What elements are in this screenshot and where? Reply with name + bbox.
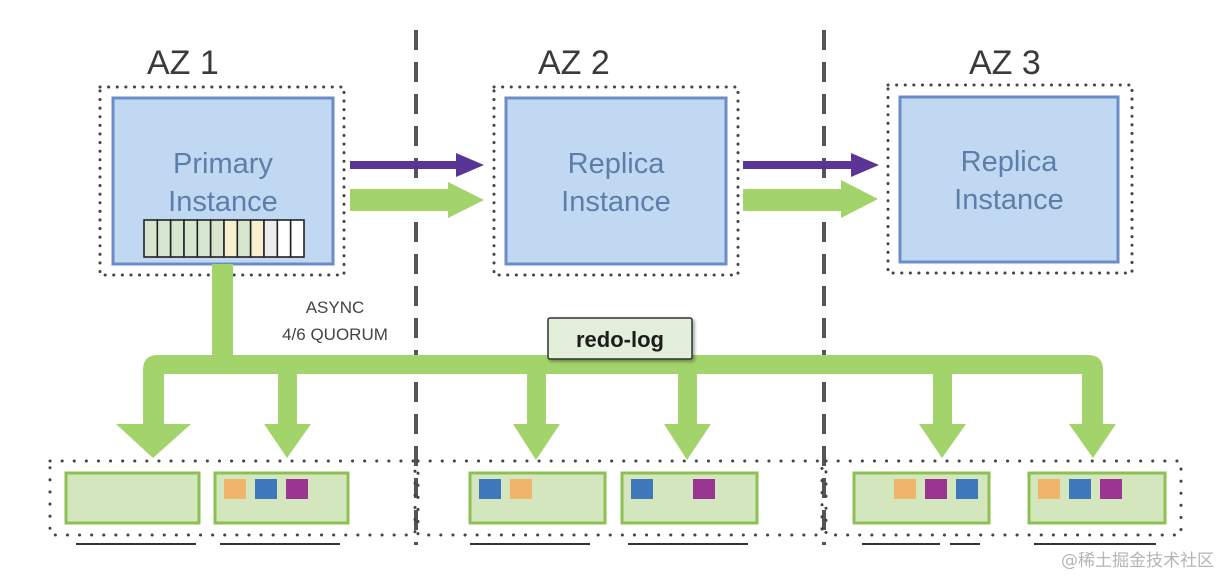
storage-group-az3 xyxy=(824,459,1183,537)
log-buffer-cell xyxy=(236,219,252,258)
watermark: @稀土掘金技术社区 xyxy=(1061,551,1214,571)
storage-group-az2 xyxy=(416,459,824,537)
redo-log-fanout xyxy=(143,264,1103,424)
green-arrow-az1-az2 xyxy=(350,182,484,218)
green-arrow-az2-az3 xyxy=(743,180,878,218)
purple-arrow-az1-az2 xyxy=(350,153,484,177)
storage-node xyxy=(468,471,607,525)
data-block-purple xyxy=(286,479,308,499)
log-buffer-cell xyxy=(223,219,239,258)
redo-log-badge xyxy=(547,317,693,360)
storage-group-az1 xyxy=(48,459,417,537)
az-label-2: AZ 2 xyxy=(538,44,610,82)
down-arrow-6 xyxy=(1069,424,1116,458)
data-block-purple xyxy=(925,479,947,499)
instance-group-az1 xyxy=(98,85,346,277)
quorum-label: 4/6 QUORUM xyxy=(282,325,388,344)
data-block-orange xyxy=(1038,479,1060,499)
replica-instance-az2: Replica Instance xyxy=(504,96,728,266)
down-arrow-2 xyxy=(264,424,311,458)
storage-node xyxy=(213,471,350,525)
storage-node xyxy=(64,471,201,525)
log-buffer-cell xyxy=(143,219,159,258)
log-buffer xyxy=(143,219,305,258)
log-buffer-cell xyxy=(169,219,185,258)
data-block-blue xyxy=(956,479,978,499)
storage-node xyxy=(620,471,759,525)
storage-node xyxy=(852,471,991,525)
replica-instance-az3-label-line1: Replica xyxy=(961,146,1059,178)
log-buffer-cell xyxy=(196,219,212,258)
data-block-purple xyxy=(693,479,715,499)
data-block-orange xyxy=(510,479,532,499)
data-block-orange xyxy=(894,479,916,499)
replica-instance-az2-label-line2: Instance xyxy=(561,186,671,218)
data-block-blue xyxy=(631,479,653,499)
az-label-3: AZ 3 xyxy=(969,44,1041,82)
down-arrow-3 xyxy=(513,424,560,460)
purple-arrow-az2-az3 xyxy=(743,153,879,177)
data-block-blue xyxy=(255,479,277,499)
primary-instance-label-line1: Primary xyxy=(173,148,273,180)
down-arrow-1 xyxy=(116,424,191,458)
data-block-blue xyxy=(479,479,501,499)
redo-log-label: redo-log xyxy=(576,327,664,352)
down-arrow-5 xyxy=(919,424,966,458)
instance-group-az2 xyxy=(492,85,740,277)
down-arrow-4 xyxy=(664,424,711,460)
log-buffer-cell xyxy=(183,219,199,258)
log-buffer-cell xyxy=(156,219,172,258)
storage-node xyxy=(1027,471,1167,525)
az-label-1: AZ 1 xyxy=(147,44,219,82)
log-buffer-cell xyxy=(276,219,292,258)
instance-group-az3 xyxy=(886,83,1134,275)
log-buffer-cell xyxy=(249,219,265,258)
storage-nodes xyxy=(64,471,1167,525)
data-block-orange xyxy=(224,479,246,499)
log-buffer-cell xyxy=(209,219,225,258)
replica-instance-az2-label-line1: Replica xyxy=(568,148,666,180)
primary-instance-label-line2: Instance xyxy=(168,186,278,218)
log-buffer-cell xyxy=(289,219,305,258)
async-label: ASYNC xyxy=(306,298,365,317)
replica-instance-az3-label-line2: Instance xyxy=(954,184,1064,216)
replica-instance-az3: Replica Instance xyxy=(898,95,1120,264)
data-block-purple xyxy=(1100,479,1122,499)
data-block-blue xyxy=(1069,479,1091,499)
log-buffer-cell xyxy=(263,219,279,258)
